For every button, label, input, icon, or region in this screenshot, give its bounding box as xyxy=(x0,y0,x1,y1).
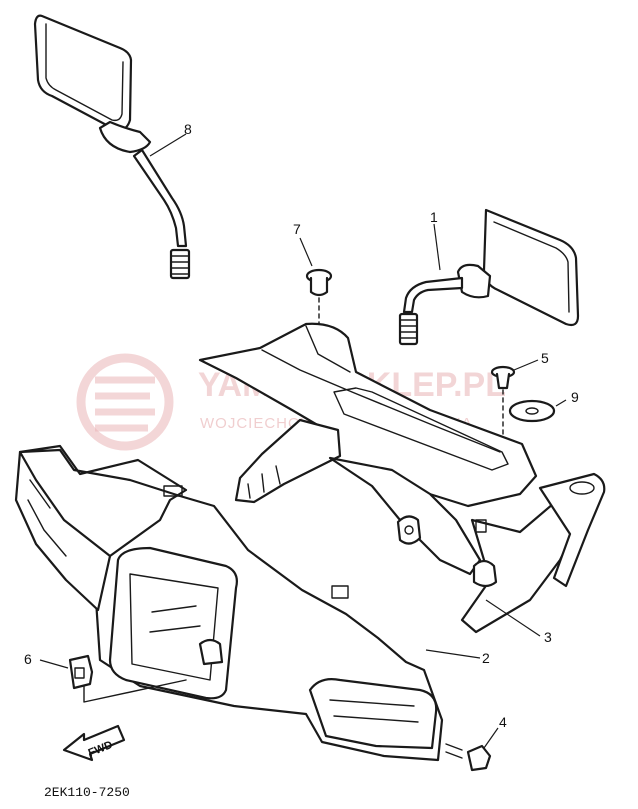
part-number-labels: 1 2 3 4 5 6 7 8 9 xyxy=(24,121,579,730)
label-part-7: 7 xyxy=(293,221,301,237)
handlebar-frame-part-3 xyxy=(198,322,606,634)
right-mirror xyxy=(398,208,580,346)
clip-part-6 xyxy=(68,654,187,703)
forward-direction-marker: FWD xyxy=(62,724,126,762)
bolt-part-4 xyxy=(445,743,492,772)
label-part-9: 9 xyxy=(571,389,579,405)
washer-part-9 xyxy=(508,399,556,423)
label-part-6: 6 xyxy=(24,651,32,667)
front-cover-part-2 xyxy=(14,444,444,762)
label-part-4: 4 xyxy=(499,714,507,730)
screw-part-5 xyxy=(490,365,516,463)
label-part-3: 3 xyxy=(544,629,552,645)
drawing-code: 2EK110-7250 xyxy=(44,785,130,800)
callout-lines xyxy=(39,133,567,749)
label-part-1: 1 xyxy=(430,209,438,225)
label-part-2: 2 xyxy=(482,650,490,666)
left-mirror xyxy=(33,14,191,280)
label-part-5: 5 xyxy=(541,350,549,366)
label-part-8: 8 xyxy=(184,121,192,137)
